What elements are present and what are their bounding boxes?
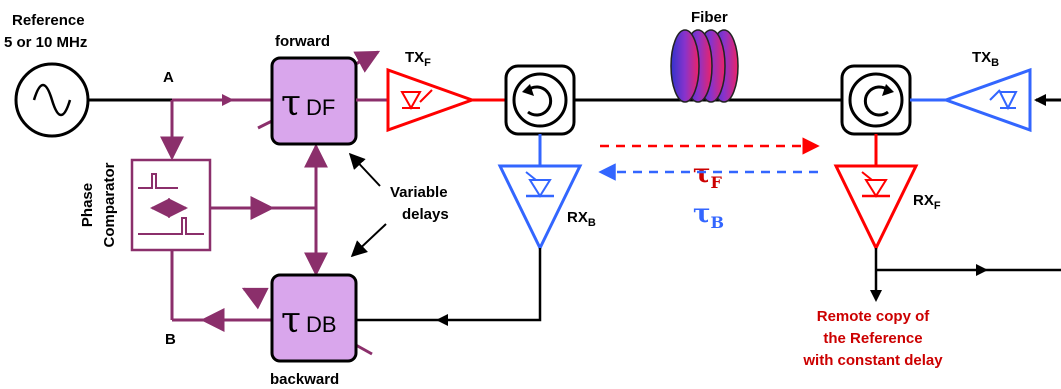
fiber-label: Fiber	[691, 9, 728, 26]
reference-label-line2: 5 or 10 MHz	[4, 34, 87, 51]
remote-copy-line1: Remote copy of	[817, 308, 931, 325]
tau-f-label: τF	[693, 159, 723, 192]
tx-f-amplifier	[386, 67, 477, 133]
forward-delay-symbol: τ	[281, 83, 301, 124]
forward-label: forward	[275, 33, 330, 50]
phase-comparator-box	[130, 158, 212, 252]
oscillator-source-icon	[14, 62, 90, 138]
remote-output-arrow	[976, 264, 988, 276]
point-b-label: B	[165, 331, 176, 348]
rx-f-output-arrow	[870, 290, 882, 302]
rx-b-return-arrow	[436, 314, 448, 326]
tx-f-label: TXF	[405, 49, 431, 69]
variable-delays-label-line2: delays	[402, 206, 449, 223]
phase-comparator-label-line2: Comparator	[101, 162, 118, 247]
remote-copy-line3: with constant delay	[802, 352, 943, 369]
forward-input-arrow	[222, 94, 234, 106]
rx-f-amplifier	[833, 164, 919, 252]
reference-label-line1: Reference	[12, 12, 85, 29]
phase-comparator-label-line1: Phase	[79, 183, 96, 227]
tx-b-input-arrow	[1034, 94, 1046, 106]
variable-delays-arrow-up	[348, 152, 381, 187]
fiber-spool-icon	[670, 29, 739, 103]
remote-copy-line2: the Reference	[823, 330, 922, 347]
rx-f-label: RXF	[913, 192, 941, 212]
rx-b-amplifier	[497, 164, 583, 252]
rx-b-label: RXB	[567, 209, 596, 229]
point-a-label: A	[163, 69, 174, 86]
left-circulator-icon	[504, 64, 576, 136]
backward-label: backward	[270, 371, 339, 388]
tx-b-amplifier	[941, 67, 1032, 133]
tx-b-label: TXB	[972, 49, 999, 69]
backward-delay-symbol: τ	[281, 300, 301, 341]
backward-delay-box	[270, 273, 358, 363]
tau-b-label: τB	[693, 199, 724, 232]
backward-box-arrow	[241, 287, 269, 310]
variable-delays-label-line1: Variable	[390, 184, 448, 201]
rx-b-to-backward-line	[356, 248, 542, 322]
backward-delay-subscript: DB	[306, 312, 337, 337]
variable-delays-arrow-down	[350, 223, 387, 258]
right-circulator-icon	[840, 64, 912, 136]
forward-delay-subscript: DF	[306, 95, 335, 120]
